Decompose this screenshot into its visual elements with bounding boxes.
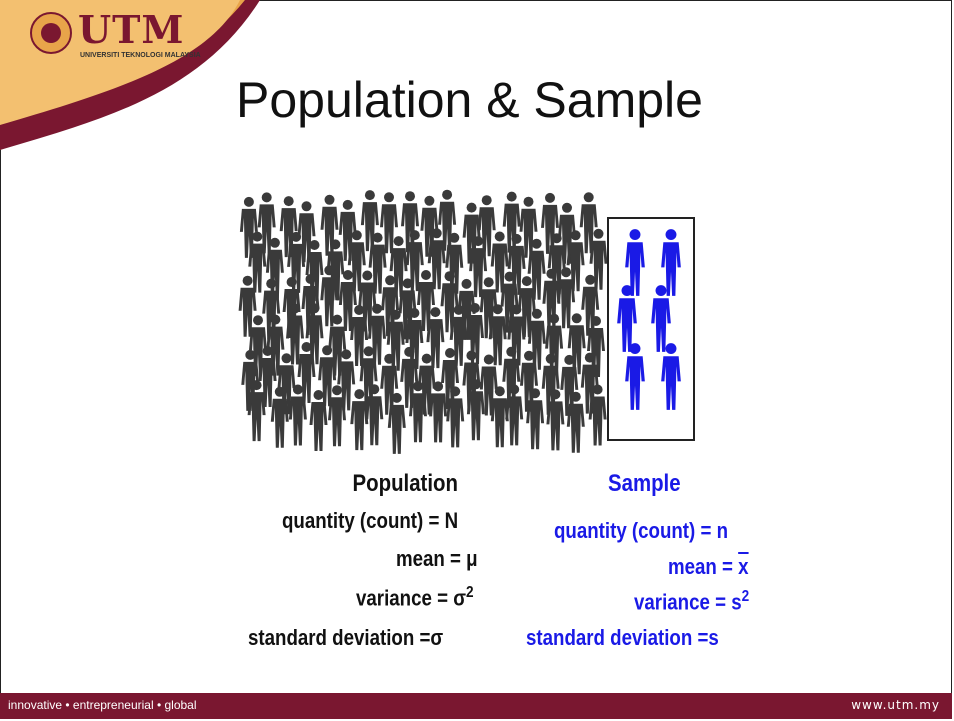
sample-std: standard deviation =s <box>526 625 719 650</box>
slide-title: Population & Sample <box>236 72 703 128</box>
population-std: standard deviation =σ <box>248 625 444 650</box>
footer-bar: innovative • entrepreneurial • global ww… <box>0 693 952 719</box>
person-figure <box>526 388 545 450</box>
sample-heading: Sample <box>608 470 681 497</box>
population-figures <box>238 189 608 454</box>
logo-text: UTM <box>78 7 185 52</box>
sample-quantity: quantity (count) = n <box>554 518 728 543</box>
sample-mean: mean = x <box>668 554 749 580</box>
sample-person-figure <box>661 229 681 296</box>
footer-website[interactable]: www.utm.my <box>851 698 940 712</box>
population-variance-exp: 2 <box>466 584 474 601</box>
population-variance: variance = σ2 <box>356 584 474 611</box>
footer-tagline: innovative • entrepreneurial • global <box>8 698 197 712</box>
sample-variance-exp: 2 <box>741 588 750 605</box>
sample-figures <box>617 229 681 410</box>
population-sample-illustration <box>238 189 695 454</box>
sample-mean-symbol: x <box>738 554 749 579</box>
person-figure <box>566 391 585 453</box>
person-figure <box>429 381 448 443</box>
person-figure <box>247 380 266 442</box>
population-quantity: quantity (count) = N <box>282 508 459 533</box>
person-figure <box>541 192 559 254</box>
page-number: 31 <box>474 682 487 694</box>
population-variance-label: variance = σ <box>356 585 467 611</box>
sample-box <box>607 217 695 441</box>
utm-seal-logo <box>30 12 72 54</box>
sample-person-figure <box>625 343 645 410</box>
population-heading: Population <box>352 470 458 497</box>
population-mean: mean = μ <box>396 546 478 571</box>
sample-mean-label: mean = <box>668 554 739 579</box>
sample-variance-label: variance = s <box>634 589 742 615</box>
logo-subtitle: UNIVERSITI TEKNOLOGI MALAYSIA <box>80 52 201 59</box>
sample-person-figure <box>661 343 681 410</box>
sample-variance: variance = s2 <box>634 588 749 615</box>
